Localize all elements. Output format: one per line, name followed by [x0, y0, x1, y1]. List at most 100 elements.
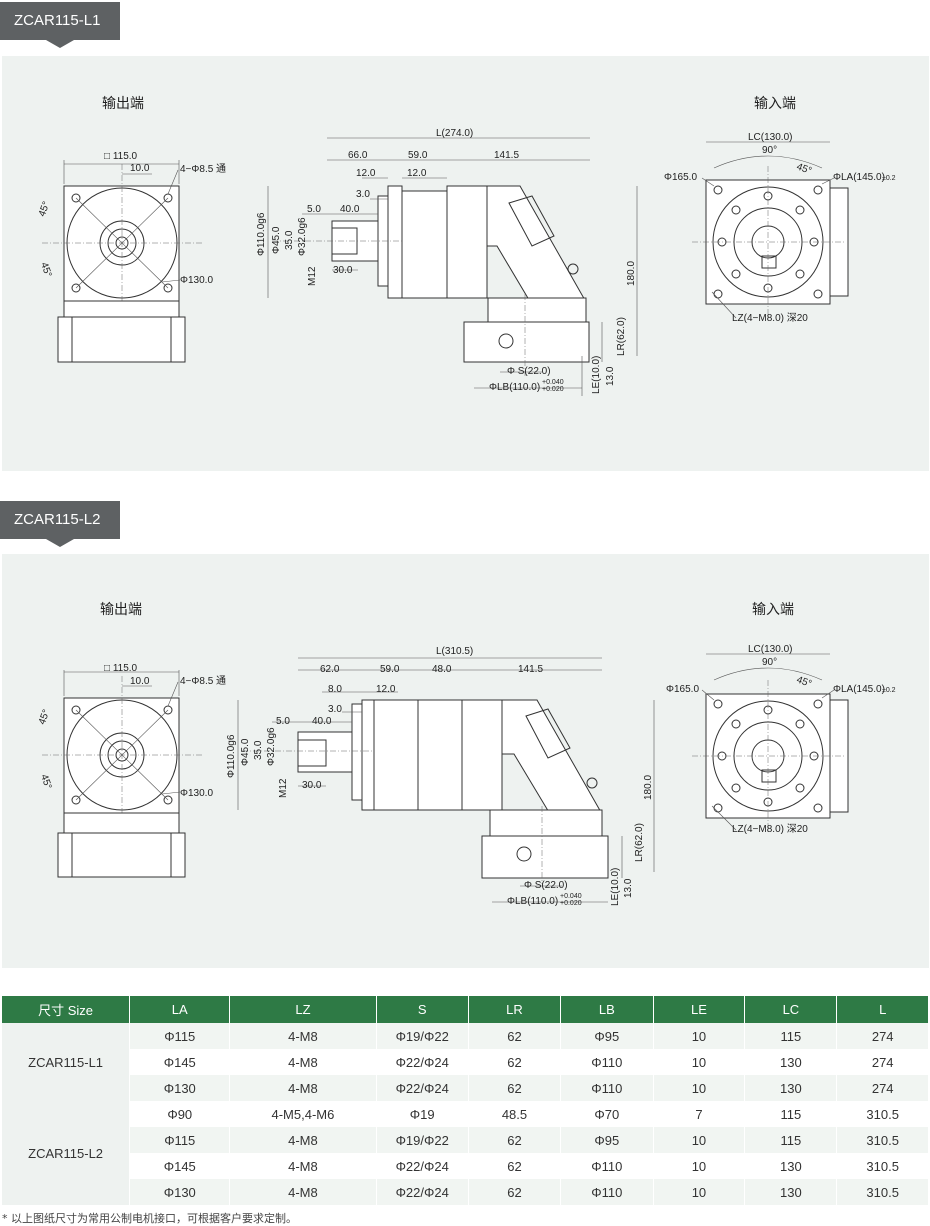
- dimension-label: 10: [653, 1179, 746, 1205]
- dimension-label: 13.0: [623, 878, 634, 898]
- dimension-label: ΦLB(110.0): [507, 896, 558, 907]
- output-end-label: 输出端: [100, 602, 142, 618]
- dimension-label: LZ(4−M8.0) 深20: [732, 312, 808, 324]
- header-lz: LZ: [229, 996, 377, 1023]
- dimension-label: LZ(4−M8.0) 深20: [732, 823, 808, 835]
- dimension-label: Φ90: [129, 1101, 231, 1127]
- dimension-label: Φ130.0: [180, 275, 213, 286]
- dimension-label: 274: [836, 1023, 929, 1049]
- dimension-label: Φ130: [129, 1075, 231, 1101]
- dimension-label: Φ110.0g6: [256, 212, 267, 256]
- dimension-label: 8.0: [328, 684, 342, 695]
- dimension-label: L(274.0): [436, 128, 473, 139]
- dimension-label: 45°: [795, 161, 813, 177]
- dimension-label: Φ22/Φ24: [376, 1049, 469, 1075]
- dimension-label: ΦLA(145.0): [833, 684, 885, 695]
- dimension-label: 30.0: [302, 780, 322, 791]
- dimension-label: 4-M8: [229, 1049, 377, 1075]
- dimension-label: 274: [836, 1075, 929, 1101]
- drawing-panel-l2: 输出端 输入端 □ 115.0 10.0 4−Φ8.5 通 4: [2, 554, 929, 968]
- dimension-label: 10: [653, 1023, 746, 1049]
- dimension-label: 35.0: [284, 230, 295, 250]
- header-lb: LB: [560, 996, 654, 1023]
- dimension-label: LC(130.0): [748, 644, 792, 655]
- dimension-label: ±0.2: [882, 687, 896, 694]
- input-end-view: [692, 653, 849, 832]
- output-end-label: 输出端: [102, 96, 144, 112]
- dimension-label: 12.0: [356, 168, 376, 179]
- dimension-label: 5.0: [276, 716, 290, 727]
- dimension-label: Φ110: [560, 1075, 654, 1101]
- dimension-label: 130: [744, 1153, 838, 1179]
- dimension-label: 45°: [38, 261, 54, 279]
- section-title-l2: ZCAR115-L2: [0, 501, 120, 547]
- dimension-label: Φ165.0: [666, 684, 699, 695]
- dimension-label: 12.0: [376, 684, 396, 695]
- dimension-label: Φ95: [560, 1127, 654, 1153]
- dimension-label: 45°: [37, 200, 53, 218]
- header-la: LA: [129, 996, 231, 1023]
- dimension-label: +0.020: [560, 900, 582, 907]
- section-title-l1: ZCAR115-L1: [0, 2, 120, 48]
- dimension-label: 310.5: [836, 1127, 929, 1153]
- dimension-label: 5.0: [307, 204, 321, 215]
- dimension-label: Φ110: [560, 1049, 654, 1075]
- header-lc: LC: [744, 996, 838, 1023]
- dimension-label: □ 115.0: [104, 663, 138, 674]
- dimension-label: 45°: [37, 708, 53, 726]
- dimension-label: Φ115: [129, 1127, 231, 1153]
- dimension-label: 45°: [38, 773, 54, 791]
- size-table: 尺寸 Size LA LZ S LR LB LE LC L ZCAR115-L1…: [2, 996, 929, 1205]
- dimension-label: 62: [468, 1153, 562, 1179]
- header-s: S: [376, 996, 469, 1023]
- dimension-label: 30.0: [333, 265, 353, 276]
- dimension-label: 310.5: [836, 1153, 929, 1179]
- dimension-label: 40.0: [340, 204, 360, 215]
- dimension-label: 3.0: [328, 704, 342, 715]
- dimension-label: 115: [744, 1101, 838, 1127]
- dimension-label: 141.5: [494, 150, 519, 161]
- dimension-label: 45°: [795, 674, 813, 690]
- dimension-label: ±0.2: [882, 175, 896, 182]
- input-end-label: 输入端: [754, 96, 796, 112]
- dimension-label: M12: [278, 778, 289, 798]
- dimension-label: 4-M8: [229, 1179, 377, 1205]
- dimension-label: 10: [653, 1049, 746, 1075]
- dimension-label: 3.0: [356, 189, 370, 200]
- dimension-label: LR(62.0): [634, 823, 645, 862]
- dimension-label: 10.0: [130, 163, 150, 174]
- dimension-label: 4-M8: [229, 1075, 377, 1101]
- header-size: 尺寸 Size: [2, 996, 131, 1023]
- dimension-label: Φ110.0g6: [226, 734, 237, 778]
- drawing-panel-l1: 输出端 输入端 □ 115.0 10.0 4−Φ8.5 通 4: [2, 56, 929, 471]
- dimension-label: Φ19: [376, 1101, 469, 1127]
- dimension-label: 13.0: [605, 366, 616, 386]
- dimension-label: 12.0: [407, 168, 427, 179]
- dimension-label: 90°: [762, 145, 777, 156]
- dimension-label: 35.0: [253, 740, 264, 760]
- dimension-label: ΦLB(110.0): [489, 382, 540, 393]
- dimension-label: Φ115: [129, 1023, 231, 1049]
- header-lr: LR: [468, 996, 562, 1023]
- dimension-label: 10: [653, 1075, 746, 1101]
- model-cell: ZCAR115-L2: [2, 1101, 131, 1205]
- dimension-label: Φ S(22.0): [524, 880, 568, 891]
- dimension-label: 130: [744, 1179, 838, 1205]
- dimension-label: LC(130.0): [748, 132, 792, 143]
- output-end-view: [42, 160, 202, 363]
- dimension-label: 4−Φ8.5 通: [180, 675, 226, 687]
- dimension-label: 4-M8: [229, 1153, 377, 1179]
- dimension-label: 59.0: [380, 664, 400, 675]
- dimension-label: 62: [468, 1075, 562, 1101]
- dimension-label: Φ165.0: [664, 172, 697, 183]
- dimension-label: Φ19/Φ22: [376, 1023, 469, 1049]
- dimension-label: 48.5: [468, 1101, 562, 1127]
- dimension-label: 66.0: [348, 150, 368, 161]
- dimension-label: 59.0: [408, 150, 428, 161]
